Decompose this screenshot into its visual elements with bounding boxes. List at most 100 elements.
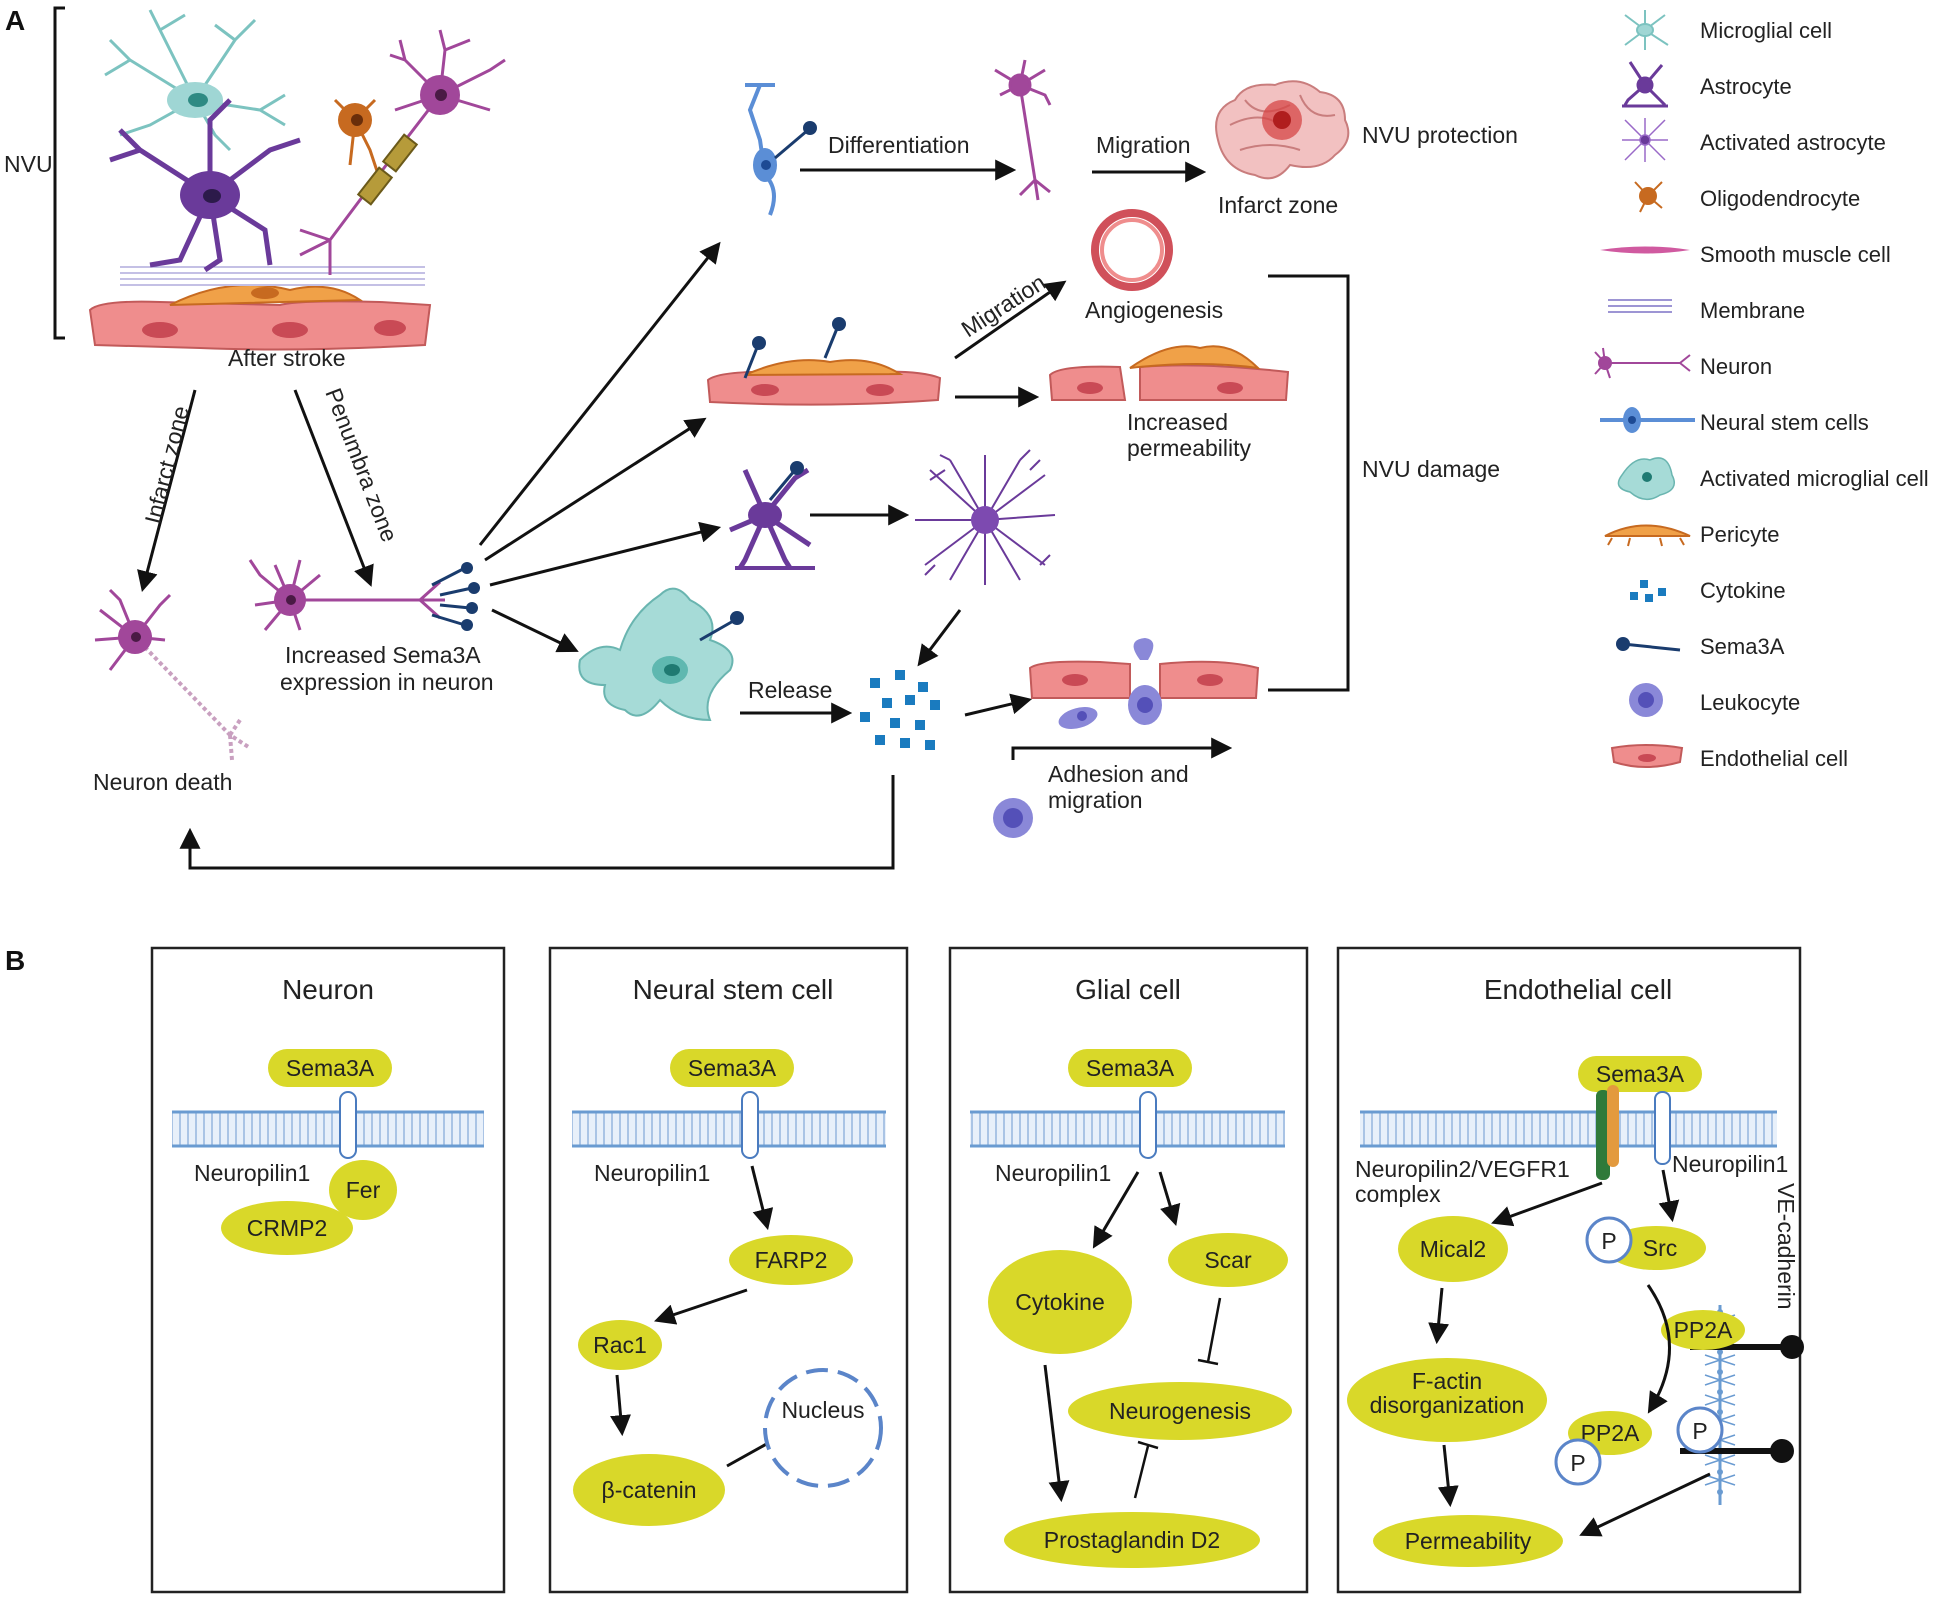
activated-astrocyte-body	[971, 506, 999, 534]
legend-label-leukocyte: Leukocyte	[1700, 690, 1800, 715]
legend-label-microglial-cell: Microglial cell	[1700, 18, 1832, 43]
arrow-to-stem	[478, 241, 721, 546]
legend-icon-neural-stem	[1600, 407, 1695, 433]
neural-stem-cell-illustration	[745, 83, 817, 216]
nsc-pathway-box: Neural stem cell Sema3A Neuropilin1 FARP…	[548, 946, 909, 1594]
pgd2-inhibits-neurogenesis	[1133, 1440, 1159, 1499]
oligodendrocyte-icon	[333, 98, 382, 181]
legend-label-neuron: Neuron	[1700, 354, 1772, 379]
beta-catenin-node	[573, 1454, 725, 1526]
activated-astrocyte-illustration	[915, 449, 1056, 585]
scar-node	[1168, 1233, 1288, 1287]
legend-icon-membrane	[1608, 299, 1672, 313]
sema3a-astrocyte-illustration	[729, 467, 815, 570]
increased-permeability-line1: Increased	[1127, 409, 1228, 435]
phospho-src-text: P	[1601, 1228, 1616, 1254]
endo-neuropilin1-icon	[1654, 1091, 1671, 1165]
arrow-to-astrocyte	[489, 521, 722, 587]
migration-top-label: Migration	[1096, 132, 1191, 158]
leukocyte-adhesion-illustration	[1028, 638, 1260, 729]
legend-label-smooth-muscle-cell: Smooth muscle cell	[1700, 242, 1891, 267]
rac1-node	[578, 1320, 662, 1370]
increased-sema3a-line2: expression in neuron	[280, 669, 494, 695]
glial-neuropilin1-label: Neuropilin1	[995, 1160, 1111, 1186]
legend-label-endothelial-cell: Endothelial cell	[1700, 746, 1848, 771]
factin-text-line1: F-actin	[1412, 1368, 1482, 1394]
brain-infarct-illustration	[1215, 80, 1350, 180]
rac1-text: Rac1	[593, 1332, 647, 1358]
legend-icon-microglial	[1624, 10, 1669, 50]
permeability-endothelium-illustration	[1048, 345, 1290, 401]
nucleus-icon	[763, 1368, 883, 1488]
glial-sema3a-text: Sema3A	[1086, 1055, 1175, 1081]
arrow-cytokine-to-neuron-death	[179, 775, 895, 870]
sema3a-pill	[268, 1049, 392, 1087]
after-stroke-label: After stroke	[228, 345, 346, 371]
angiogenesis-label: Angiogenesis	[1085, 297, 1223, 323]
phospho-pp2a-text: P	[1570, 1450, 1585, 1476]
phospho-pp2a-icon	[1554, 1438, 1602, 1486]
legend-label-astrocyte: Astrocyte	[1700, 74, 1792, 99]
neuron-death-label: Neuron death	[93, 769, 232, 795]
legend-icon-oligodendrocyte	[1634, 181, 1663, 213]
legend-icon-activated-microglial	[1617, 457, 1675, 501]
legend-icon-astrocyte	[1622, 61, 1668, 108]
glial-box-title: Glial cell	[1075, 974, 1181, 1005]
legend-label-pericyte: Pericyte	[1700, 522, 1779, 547]
permeability-node	[1373, 1515, 1563, 1567]
glial-pathway-box: Glial cell Sema3A Neuropilin1 Cytokine S…	[948, 946, 1309, 1594]
phospho-vecad-text: P	[1692, 1418, 1707, 1444]
panel-a-letter: A	[5, 5, 25, 36]
arrow-astrocyte-to-cytokine	[917, 609, 962, 667]
arrow-to-microglia	[491, 608, 579, 653]
adhesion-migration-line1: Adhesion and	[1048, 761, 1189, 787]
differentiation-label: Differentiation	[828, 132, 970, 158]
increased-sema3a-line1: Increased Sema3A	[285, 642, 481, 668]
arrow-to-pericyte	[484, 417, 707, 562]
arrow-cytokine-to-endothelium	[964, 693, 1033, 717]
cytokine-cluster	[860, 670, 940, 750]
scar-text: Scar	[1204, 1247, 1252, 1273]
dying-neuron-illustration	[94, 588, 252, 761]
arrow-adhesion-migration	[1011, 737, 1233, 760]
phospho-vecad-icon	[1676, 1406, 1724, 1454]
legend-label-cytokine: Cytokine	[1700, 578, 1786, 603]
nvu-label: NVU	[4, 151, 53, 177]
legend-label-sema3a: Sema3A	[1700, 634, 1785, 659]
panel-b-letter: B	[5, 945, 25, 976]
cytokine-node	[988, 1250, 1132, 1354]
legend-icon-leukocyte	[1629, 683, 1663, 717]
ve-cadherin-label: VE-cadherin	[1773, 1183, 1799, 1310]
endo-box-title: Endothelial cell	[1484, 974, 1672, 1005]
vegfr1-icon	[1596, 1090, 1610, 1180]
arrow-migration-diag	[954, 280, 1067, 360]
endothelial-pathway-box: Endothelial cell Sema3A Neuropilin2/VEGF…	[1336, 946, 1804, 1594]
nsc-box-title: Neural stem cell	[633, 974, 834, 1005]
legend-icon-activated-astrocyte	[1622, 118, 1668, 162]
legend-label-neural-stem-cell: Neural stem cells	[1700, 410, 1869, 435]
activated-microglia-illustration	[578, 587, 744, 722]
legend-icon-smooth-muscle	[1600, 246, 1690, 254]
pp2a-lower-text: PP2A	[1581, 1420, 1640, 1446]
adhesion-migration-line2: migration	[1048, 787, 1143, 813]
legend-icon-cytokine	[1630, 580, 1666, 602]
increased-permeability-line2: permeability	[1127, 435, 1251, 461]
microglial-cell-icon	[104, 9, 286, 152]
arrow-infarct	[137, 389, 197, 593]
pgd2-text: Prostaglandin D2	[1044, 1527, 1220, 1553]
cytokine-node-text: Cytokine	[1015, 1289, 1104, 1315]
angiogenesis-vessel-illustration	[1091, 209, 1173, 291]
nvu-illustration	[88, 9, 506, 351]
farp2-node	[729, 1235, 853, 1285]
factin-node	[1347, 1358, 1547, 1442]
src-text: Src	[1643, 1235, 1678, 1261]
neurogenesis-node	[1068, 1382, 1292, 1440]
crmp2-text: CRMP2	[247, 1215, 328, 1241]
nvu-damage-bracket	[1268, 274, 1350, 692]
pp2a-upper-node	[1661, 1310, 1745, 1350]
farp2-text: FARP2	[755, 1247, 828, 1273]
nvu-bracket	[53, 6, 65, 340]
penumbra-zone-path-label: Penumbra zone	[320, 384, 402, 545]
